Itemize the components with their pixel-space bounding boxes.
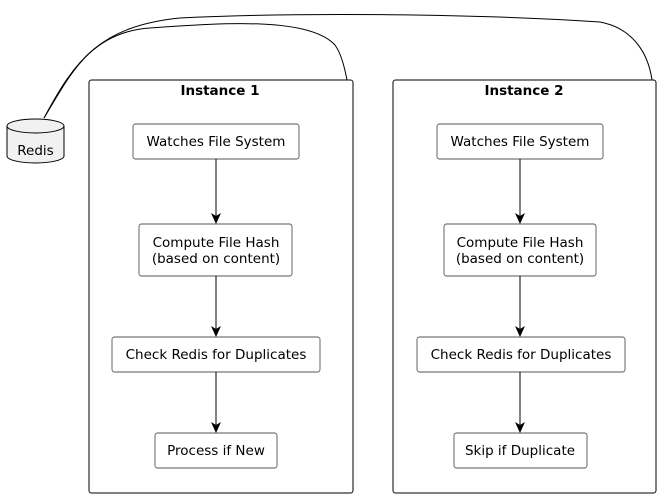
instance-1-frame: Instance 1 Watches File System Compute F…: [88, 79, 354, 494]
instance-2-arrow-2-head: [515, 326, 525, 337]
instance-2-arrow-1-head: [515, 213, 525, 224]
instance-2-step-hash-sublabel: (based on content): [456, 251, 584, 267]
database-label: Redis: [17, 143, 53, 159]
instance-2-step-result-label: Skip if Duplicate: [465, 443, 575, 459]
instance-2-arrow-3-head: [515, 422, 525, 433]
instance-2-step-check-box: [416, 336, 626, 373]
instance-2-step-result-box: [453, 432, 588, 469]
redis-to-instance-2-connector: [43, 14, 653, 119]
instance-2-step-watch-label: Watches File System: [451, 134, 590, 150]
instance-1-border: [88, 79, 354, 494]
database-icon: [6, 118, 65, 164]
instance-2-border: [392, 79, 657, 494]
instance-1-arrow-1-head: [211, 213, 221, 224]
database-lid: [6, 125, 65, 134]
instance-1-arrow-2-head: [211, 326, 221, 337]
instance-1-step-hash-sublabel: (based on content): [152, 251, 280, 267]
redis-database: Redis: [6, 118, 65, 164]
instance-1-title: Instance 1: [180, 83, 259, 99]
instance-2-step-check-label: Check Redis for Duplicates: [431, 347, 612, 363]
instance-1-step-hash-label: Compute File Hash: [153, 235, 280, 251]
instance-1-arrow-3-head: [211, 422, 221, 433]
instance-2-step-hash-label: Compute File Hash: [457, 235, 584, 251]
instance-2-frame: Instance 2 Watches File System Compute F…: [392, 79, 657, 494]
instance-1-step-result-label: Process if New: [167, 443, 265, 459]
instance-1-step-check-label: Check Redis for Duplicates: [126, 347, 307, 363]
instance-2-title: Instance 2: [484, 83, 563, 99]
instance-1-step-watch-label: Watches File System: [147, 134, 286, 150]
